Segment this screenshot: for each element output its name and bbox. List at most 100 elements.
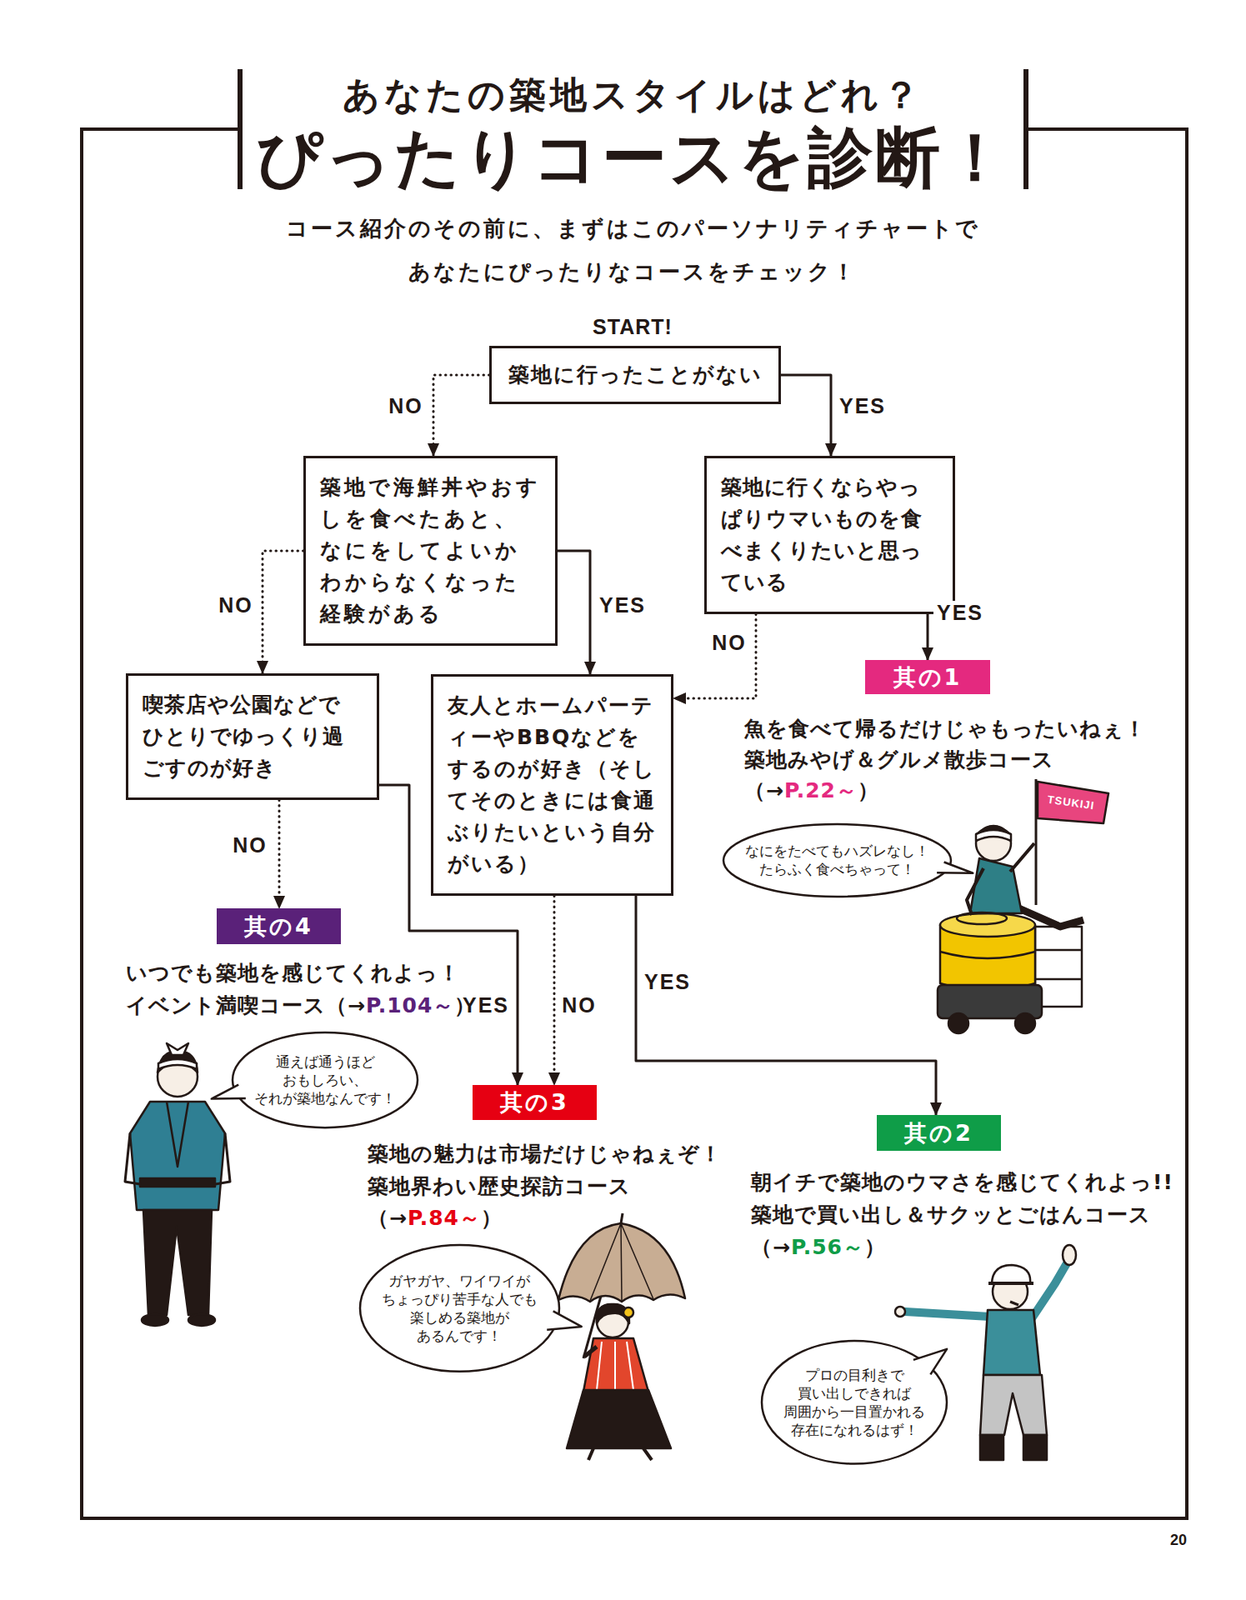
edge-label: NO — [708, 630, 751, 655]
course-description: 朝イチで築地のウマさを感じてくれよっ!! — [750, 1168, 1174, 1196]
illustration-shape — [237, 69, 243, 190]
intro-text: あなたにぴったりなコースをチェック！ — [408, 257, 857, 286]
course-name: 其の4 — [244, 911, 314, 942]
course-description: （→P.84～） — [367, 1204, 503, 1232]
course-description: （→P.56～） — [750, 1233, 886, 1262]
label-text: ） — [857, 778, 880, 803]
flow-connector — [926, 614, 930, 661]
label-text: あなたにぴったりなコースをチェック！ — [408, 259, 857, 285]
label-text: 20 — [1170, 1531, 1187, 1549]
label-text: 築地みやげ＆グルメ散歩コース — [744, 747, 1055, 772]
illustration-shape — [620, 1213, 623, 1224]
label-text: あなたの築地スタイルはどれ？ — [342, 73, 924, 116]
edge-label: NO — [385, 394, 427, 418]
question-text: 築地に行ったことがない — [505, 359, 765, 391]
label-text: START! — [592, 315, 673, 339]
question-box: 築地に行ったことがない — [489, 345, 781, 405]
label-text: （→ — [367, 1205, 408, 1231]
illustration-shape — [956, 912, 1007, 925]
speech-bubble: プロの目利きで 買い出しできれば 周囲から一目置かれる 存在になれるはず！ — [760, 1339, 949, 1467]
happi-man-figure — [125, 1043, 231, 1327]
bubble-outline — [760, 1339, 949, 1467]
illustration-shape — [143, 1210, 212, 1316]
label-text: 築地の魅力は市場だけじゃねぇぞ！ — [367, 1141, 722, 1166]
bubble-text: なにをたべてもハズレなし！ たらふく食べちゃって！ — [745, 841, 930, 879]
course-name: 其の2 — [904, 1118, 974, 1149]
course-band: 其の4 — [216, 908, 341, 945]
illustration-shape — [1023, 1435, 1047, 1461]
label-text: P.104～ — [365, 993, 455, 1018]
illustration-shape — [158, 1059, 197, 1070]
start-label: START! — [592, 313, 673, 341]
question-text: 喫茶店や公園などでひとりでゆっくり過ごすのが好き — [142, 689, 363, 785]
bubble-ellipse — [360, 1245, 560, 1372]
bubble-text: 通えば通うほど おもしろい、 それが築地なんです！ — [254, 1052, 396, 1108]
edge-label: NO — [229, 833, 271, 857]
edge-label: YES — [835, 394, 890, 418]
illustration-shape — [584, 1346, 597, 1357]
bubble-ellipse — [232, 1032, 418, 1128]
label-text: P.22～ — [784, 778, 858, 803]
question-box: 築地で海鮮丼やおすしを食べたあと、なにをしてよいかわからなくなった経験がある — [303, 455, 558, 646]
flow-connector — [780, 375, 831, 456]
speech-bubble: 通えば通うほど おもしろい、 それが築地なんです！ — [230, 1030, 420, 1130]
illustration-shape — [988, 1281, 1034, 1286]
illustration-shape — [895, 1306, 906, 1317]
illustration-shape — [905, 1311, 991, 1317]
bubble-text: ガヤガヤ、ワイワイが ちょっぴり苦手な人でも 楽しめる築地が あるんです！ — [381, 1271, 538, 1346]
course-name: 其の1 — [893, 662, 963, 693]
illustration-shape — [975, 830, 1011, 841]
illustration-shape — [983, 1310, 1041, 1376]
illustration-shape — [188, 1314, 216, 1327]
flow-connector — [673, 614, 756, 699]
page-title: ぴったりコースを診断！ — [255, 115, 1011, 203]
illustration-shape — [130, 1101, 226, 1211]
illustration-shape — [1015, 1013, 1036, 1034]
illustration-shape — [125, 1133, 146, 1186]
illustration-shape — [141, 1314, 169, 1327]
label-text: （→ — [750, 1235, 791, 1260]
illustration-shape — [966, 868, 984, 916]
illustration-shape — [166, 1101, 189, 1167]
bubble-tail — [913, 1349, 947, 1375]
label-text: ） — [480, 1205, 503, 1231]
illustration-shape — [566, 1390, 671, 1449]
bubble-outline — [721, 822, 953, 899]
subtitle: あなたの築地スタイルはどれ？ — [342, 70, 924, 119]
question-box: 築地に行くならやっぱりウマいものを食べまくりたいと思っている — [704, 455, 956, 615]
course-description: いつでも築地を感じてくれよっ！ — [125, 959, 461, 987]
course-description: 築地界わい歴史探訪コース — [367, 1172, 631, 1201]
flow-connector — [635, 895, 936, 1116]
edge-label: NO — [215, 593, 257, 617]
bubble-tail — [546, 1311, 581, 1331]
illustration-shape — [583, 1338, 649, 1392]
illustration-shape — [558, 1223, 686, 1302]
label-text: P.56～ — [790, 1235, 865, 1260]
illustration-shape — [81, 129, 1187, 1519]
illustration-shape — [1010, 843, 1035, 872]
flow-connector — [262, 550, 304, 674]
label-text: （→ — [744, 778, 785, 803]
illustration-shape — [590, 1223, 654, 1302]
course-description: 魚を食べて帰るだけじゃもったいねぇ！ — [744, 715, 1146, 743]
flow-connector — [278, 800, 281, 909]
question-text: 友人とホームパーティーやBBQなどをするのが好き（そしてそのときには食通ぶりたい… — [447, 690, 657, 881]
label-text: P.84～ — [407, 1205, 481, 1231]
illustration-shape — [1035, 950, 1082, 980]
illustration-shape — [1031, 1263, 1067, 1319]
flow-connector — [433, 375, 490, 456]
question-text: 築地で海鮮丼やおすしを食べたあと、なにをしてよいかわからなくなった経験がある — [320, 471, 541, 631]
flow-connector — [553, 895, 556, 1086]
bubble-text: プロの目利きで 買い出しできれば 周囲から一目置かれる 存在になれるはず！ — [783, 1366, 926, 1440]
course-description: イベント満喫コース（→P.104～） — [125, 991, 476, 1020]
intro-text: コース紹介のその前に、まずはこのパーソナリティチャートで — [285, 214, 981, 243]
illustration-shape — [980, 1375, 1047, 1436]
flow-connector — [557, 550, 591, 675]
illustration-shape — [596, 1341, 634, 1391]
bubble-outline — [358, 1243, 561, 1374]
course-description: 築地の魅力は市場だけじゃねぇぞ！ — [367, 1140, 722, 1168]
illustration-shape — [623, 1307, 634, 1318]
label-text: いつでも築地を感じてくれよっ！ — [125, 960, 461, 986]
illustration-shape — [980, 1435, 1004, 1461]
